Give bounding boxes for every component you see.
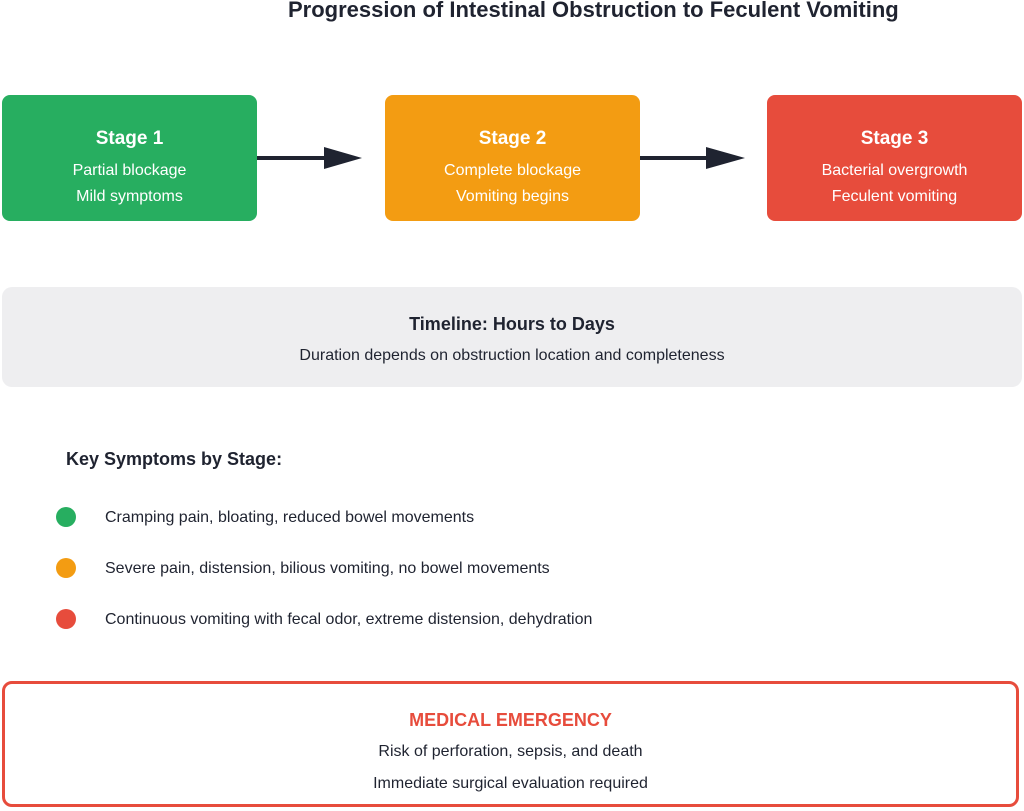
symptom-text: Cramping pain, bloating, reduced bowel m… <box>105 509 475 526</box>
stage-2-line-1: Complete blockage <box>444 162 581 179</box>
stage-1-box: Stage 1 Partial blockage Mild symptoms <box>2 95 257 221</box>
symptom-item-stage-1: Cramping pain, bloating, reduced bowel m… <box>56 507 756 529</box>
stage-3-line-2: Feculent vomiting <box>831 188 958 205</box>
stage-1-line-1: Partial blockage <box>72 162 187 179</box>
page-title: Progression of Intestinal Obstruction to… <box>288 0 899 22</box>
emergency-box: MEDICAL EMERGENCY Risk of perforation, s… <box>2 681 1019 807</box>
arrow-stage-2-to-3 <box>640 147 745 169</box>
stage-3-line-1: Bacterial overgrowth <box>821 162 968 179</box>
stage-2-box: Stage 2 Complete blockage Vomiting begin… <box>385 95 640 221</box>
stage-1-title: Stage 1 <box>95 128 164 149</box>
stage-2-title: Stage 2 <box>478 128 547 149</box>
stage-3-dot-icon <box>56 609 76 629</box>
stage-2-line-2: Vomiting begins <box>456 188 569 205</box>
emergency-title: MEDICAL EMERGENCY <box>409 710 612 730</box>
arrow-stage-1-to-2 <box>257 147 362 169</box>
stage-2-dot-icon <box>56 558 76 578</box>
symptom-item-stage-2: Severe pain, distension, bilious vomitin… <box>56 558 756 580</box>
symptom-text: Severe pain, distension, bilious vomitin… <box>105 560 550 577</box>
symptom-text: Continuous vomiting with fecal odor, ext… <box>105 611 593 628</box>
emergency-line-2: Immediate surgical evaluation required <box>373 775 648 792</box>
symptom-item-stage-3: Continuous vomiting with fecal odor, ext… <box>56 609 756 631</box>
timeline-title: Timeline: Hours to Days <box>409 314 615 334</box>
stage-1-dot-icon <box>56 507 76 527</box>
stage-3-title: Stage 3 <box>860 128 929 149</box>
emergency-line-1: Risk of perforation, sepsis, and death <box>378 743 643 760</box>
timeline-panel: Timeline: Hours to Days Duration depends… <box>2 287 1022 387</box>
stage-3-box: Stage 3 Bacterial overgrowth Feculent vo… <box>767 95 1022 221</box>
timeline-subtitle: Duration depends on obstruction location… <box>299 347 725 364</box>
symptoms-heading: Key Symptoms by Stage: <box>66 449 283 469</box>
stage-1-line-2: Mild symptoms <box>76 188 183 205</box>
